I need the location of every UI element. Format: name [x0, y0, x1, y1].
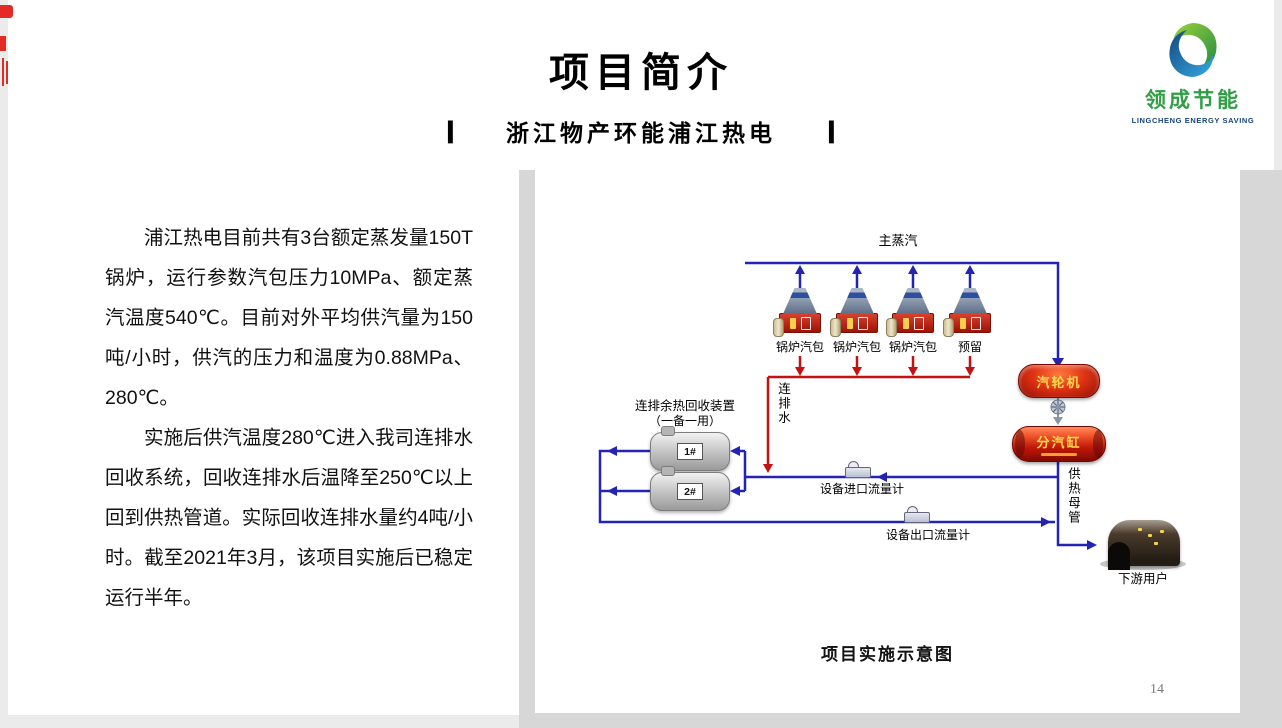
- outlet-flow-meter-icon: [903, 506, 931, 523]
- inlet-flow-meter-label: 设备进口流量计: [819, 482, 904, 496]
- heating-main-label: 供热母管: [1066, 467, 1080, 525]
- turbine-node: 汽轮机: [1018, 364, 1100, 398]
- boiler-label-1: 锅炉汽包: [775, 340, 824, 354]
- tank-1-badge: 1#: [677, 443, 703, 460]
- main-steam-label: 主蒸汽: [878, 233, 918, 248]
- boiler-drum-icon: [830, 318, 841, 337]
- boiler-unit-4: [942, 288, 998, 338]
- subtitle: | 浙江物产环能浦江热电 |: [8, 114, 1274, 148]
- downstream-user-icon: [1100, 512, 1186, 570]
- paragraph-1: 浦江热电目前共有3台额定蒸发量150T锅炉，运行参数汽包压力10MPa、额定蒸汽…: [105, 227, 473, 409]
- blowdown-water-label: 连排水: [776, 382, 790, 426]
- diagram-panel: 主蒸汽 锅炉汽包 锅炉汽包 锅炉汽包 预留 连排水: [535, 170, 1240, 713]
- boiler-firebox-icon: [779, 313, 821, 333]
- recovery-device-note: （一备一用）: [648, 414, 721, 428]
- steam-cylinder-node: 分汽缸: [1012, 426, 1106, 462]
- boiler-drum-icon: [773, 318, 784, 337]
- recovery-tank-1: 1#: [650, 426, 730, 471]
- edge-artifact: [0, 5, 13, 18]
- logo-swirl-icon: [1169, 23, 1217, 77]
- steam-cylinder-stripe: [1041, 453, 1077, 456]
- edge-artifact: [2, 58, 4, 86]
- boiler-hopper-icon: [783, 288, 817, 314]
- boiler-firebox-icon: [949, 313, 991, 333]
- boiler-drum-icon: [886, 318, 897, 337]
- boiler-label-4: 预留: [957, 340, 982, 354]
- tank-2-badge: 2#: [677, 483, 703, 500]
- boiler-drum-icon: [943, 318, 954, 337]
- page-number: 14: [1150, 682, 1164, 697]
- paragraph-2: 实施后供汽温度280℃进入我司连排水回收系统，回收连排水后温降至250℃以上回到…: [105, 427, 473, 609]
- turbine-fan-icon: [1049, 398, 1067, 416]
- slide-header: 项目简介 | 浙江物产环能浦江热电 |: [8, 40, 1274, 148]
- boiler-unit-3: [885, 288, 941, 338]
- company-logo: 领成节能 LINGCHENG ENERGY SAVING: [1118, 18, 1268, 125]
- outlet-flow-meter-label: 设备出口流量计: [885, 528, 970, 542]
- inlet-flow-meter-icon: [844, 461, 872, 478]
- subtitle-left-bar: |: [445, 117, 457, 144]
- edge-artifact: [6, 61, 8, 84]
- boiler-label-2: 锅炉汽包: [832, 340, 881, 354]
- recovery-tank-2: 2#: [650, 466, 730, 511]
- boiler-hopper-icon: [953, 288, 987, 314]
- boiler-unit-1: [772, 288, 828, 338]
- boiler-hopper-icon: [896, 288, 930, 314]
- boiler-firebox-icon: [836, 313, 878, 333]
- body-text: 浦江热电目前共有3台额定蒸发量150T锅炉，运行参数汽包压力10MPa、额定蒸汽…: [105, 218, 473, 618]
- turbine-label: 汽轮机: [1036, 374, 1082, 390]
- edge-artifact: [0, 36, 6, 51]
- recovery-device-title: 连排余热回收装置: [634, 399, 735, 413]
- logo-tagline: LINGCHENG ENERGY SAVING: [1131, 116, 1255, 125]
- steam-cylinder-label: 分汽缸: [1036, 435, 1082, 450]
- logo-name: 领成节能: [1145, 89, 1241, 112]
- subtitle-right-bar: |: [825, 117, 837, 144]
- boiler-firebox-icon: [892, 313, 934, 333]
- downstream-user-label: 下游用户: [1117, 572, 1168, 586]
- flow-lines: [598, 261, 1097, 550]
- page-title: 项目简介: [549, 50, 733, 95]
- boiler-label-3: 锅炉汽包: [888, 340, 937, 354]
- subtitle-text: 浙江物产环能浦江热电: [506, 120, 776, 146]
- boiler-unit-2: [829, 288, 885, 338]
- diagram-caption: 项目实施示意图: [821, 645, 954, 664]
- boiler-hopper-icon: [840, 288, 874, 314]
